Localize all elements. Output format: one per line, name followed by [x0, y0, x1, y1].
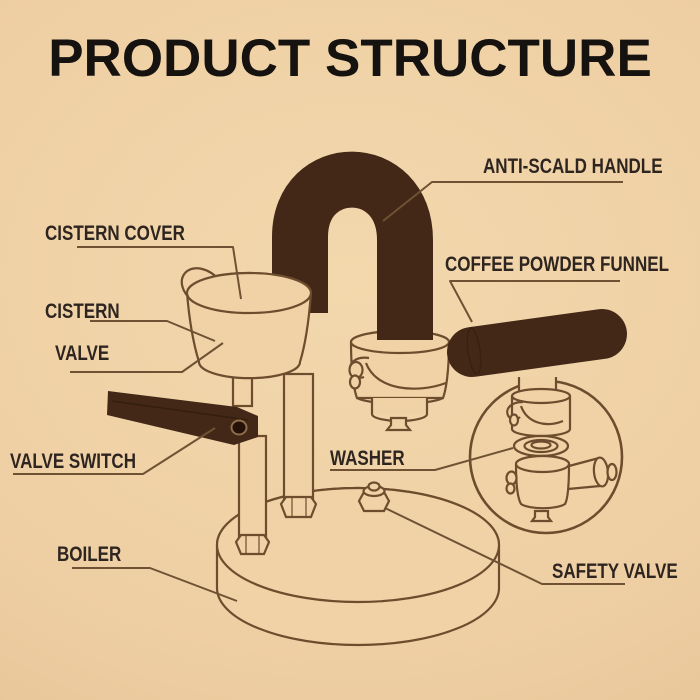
front-pipe-shape — [234, 434, 271, 556]
label-cistern: CISTERN — [45, 300, 120, 323]
funnel-detail-shape — [505, 454, 618, 523]
leader-cistern-cover — [77, 246, 242, 300]
page-title: PRODUCT STRUCTURE — [48, 29, 652, 88]
label-boiler: BOILER — [57, 543, 122, 566]
cistern-shape — [180, 267, 313, 380]
group-head-shape — [348, 329, 451, 432]
label-coffee-powder-funnel: COFFEE POWDER FUNNEL — [445, 253, 669, 276]
cistern-cover-shape — [185, 271, 313, 315]
leader-coffee-powder-funnel — [449, 280, 620, 323]
coffee-powder-funnel-shape — [447, 309, 627, 377]
label-safety-valve: SAFETY VALVE — [552, 560, 678, 583]
label-valve: VALVE — [55, 342, 110, 365]
valve-switch-shape — [107, 391, 258, 445]
safety-valve-shape — [357, 481, 391, 513]
leader-valve-switch — [13, 427, 216, 475]
leader-anti-scald-handle — [382, 181, 623, 222]
anti-scald-handle-shape — [272, 151, 433, 340]
label-valve-switch: VALVE SWITCH — [10, 450, 137, 473]
leader-valve — [70, 342, 224, 373]
leader-washer — [330, 447, 514, 471]
label-anti-scald-handle: ANTI-SCALD HANDLE — [483, 155, 663, 178]
valve-stem-shape — [231, 374, 254, 408]
leader-safety-valve — [384, 507, 625, 585]
label-washer: WASHER — [330, 447, 405, 470]
rear-pipe-shape — [279, 372, 318, 519]
washer-shape — [512, 434, 570, 458]
label-cistern-cover: CISTERN COVER — [45, 222, 185, 245]
leader-boiler — [72, 567, 238, 602]
leader-cistern — [90, 320, 216, 342]
magnifier-detail — [468, 377, 624, 535]
